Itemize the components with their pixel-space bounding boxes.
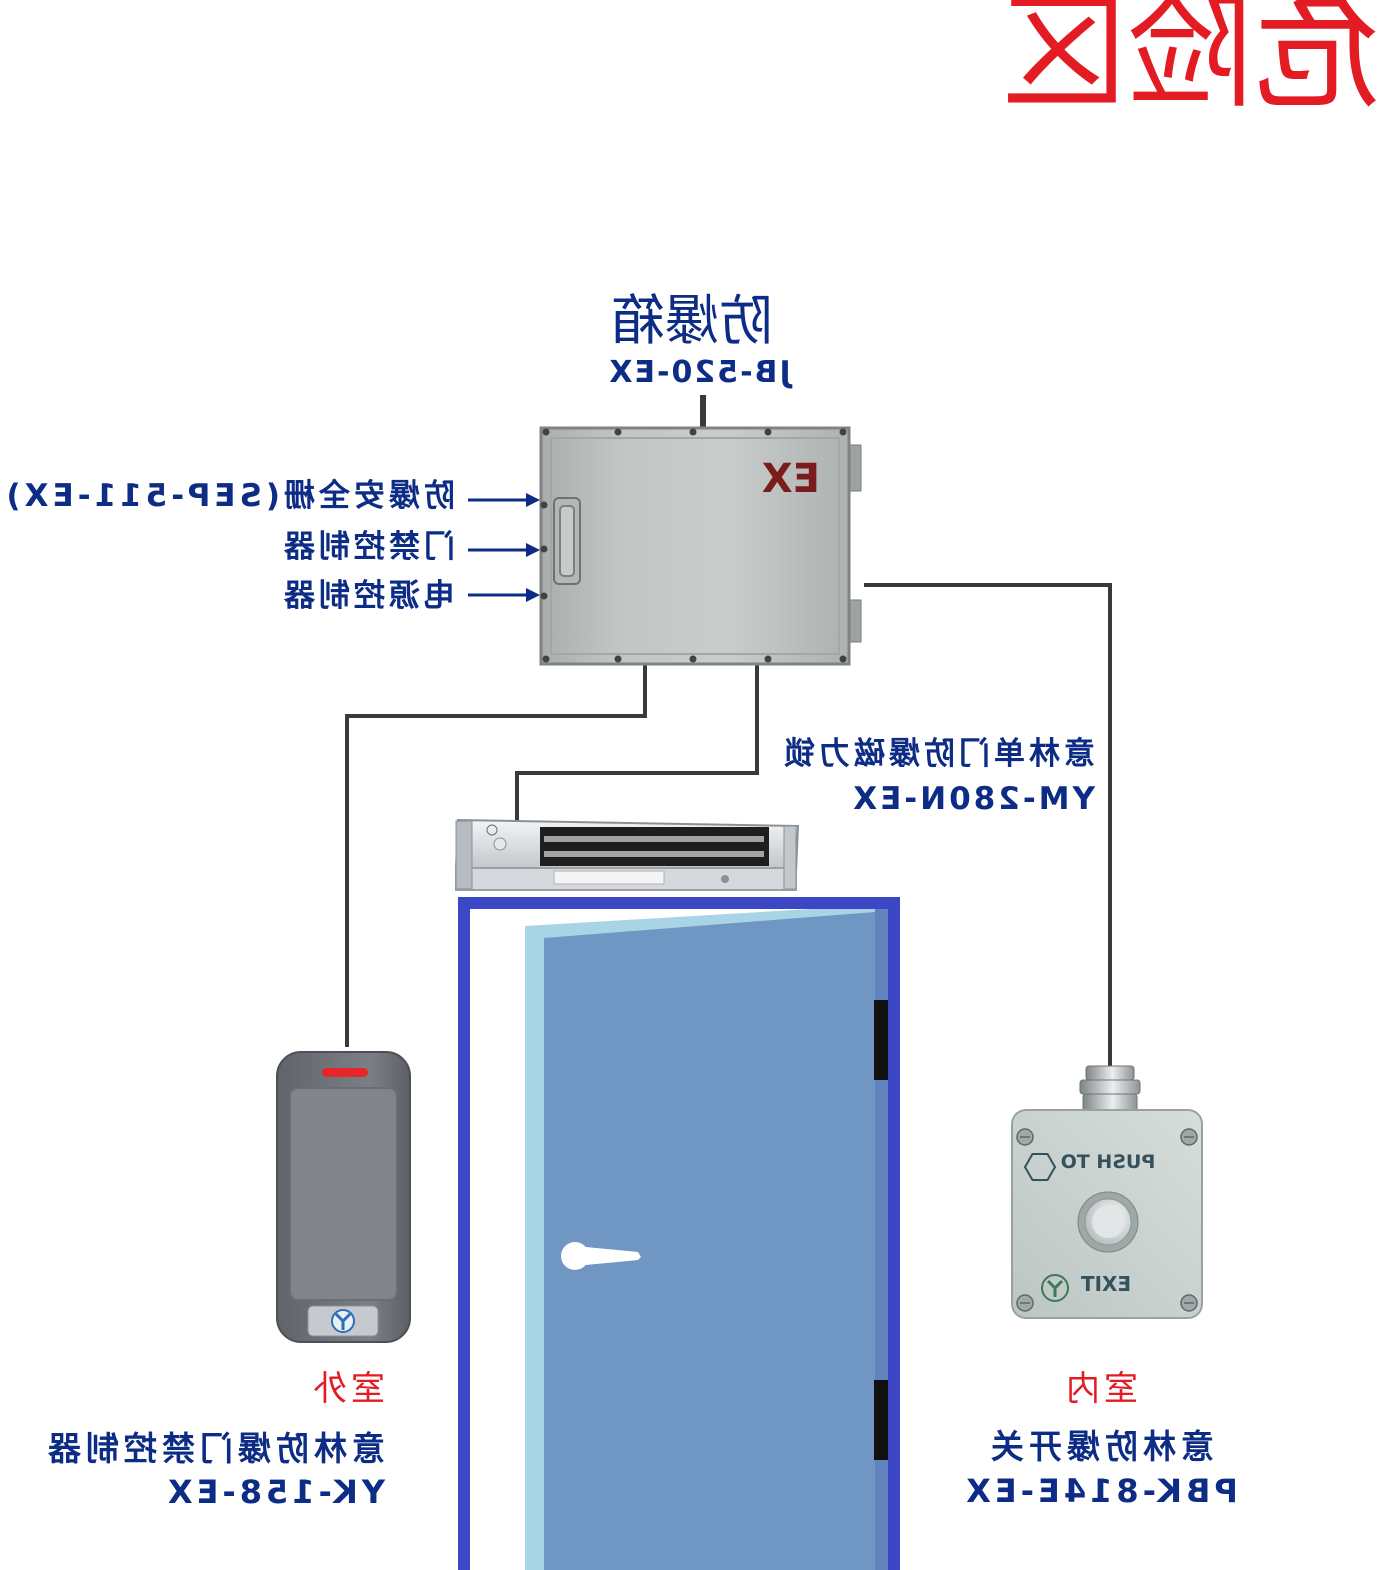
door-leaf [544, 912, 875, 1570]
door-hinge-bottom [874, 1380, 890, 1460]
wire-box-to-exit-button [864, 583, 1112, 1068]
junction-box-title: 防爆箱 [611, 289, 773, 352]
lock-magnet-strip-2 [544, 851, 764, 857]
content-arrows [468, 493, 540, 602]
junction-box-model: JB-520-EX [607, 355, 791, 390]
lock-ex-logo-icon [486, 824, 498, 836]
magnetic-lock-model: YM-280N-EX [850, 781, 1095, 817]
card-reader-model: YK-158-EX [163, 1473, 385, 1511]
exit-exit-text: EXIT [1081, 1272, 1132, 1296]
exit-atex-hexagon-icon [1023, 1153, 1057, 1181]
box-body [539, 426, 851, 666]
exit-cable-gland [1079, 1065, 1141, 1113]
lock-screw-hole [493, 837, 507, 851]
magnetic-lock [454, 818, 800, 891]
card-reader-name: 意林防爆门禁控制器 [43, 1429, 385, 1468]
lock-magnet-strip-1 [544, 836, 764, 842]
exit-push-to-text: PUSH TO [1061, 1151, 1156, 1173]
box-content-barrier: 防爆安全栅(SEP-511-EX) [2, 478, 455, 514]
wire-box-to-card-reader [345, 664, 647, 1047]
exit-button-name: 意林防爆开关 [986, 1427, 1214, 1466]
exit-brand-logo-icon [1041, 1274, 1069, 1302]
exit-button-location: 室内 [1062, 1369, 1138, 1409]
box-content-access-controller: 门禁控制器 [280, 529, 455, 565]
junction-box: EX [539, 426, 862, 666]
lock-magnet-plate [540, 827, 769, 866]
wiring [345, 395, 1112, 1068]
door-frame [458, 897, 900, 1570]
door [458, 897, 900, 1570]
card-reader-location: 室外 [309, 1369, 385, 1409]
door-frame-hinge-post [888, 897, 900, 1570]
box-door-panel [550, 437, 840, 655]
exit-screws [1016, 1128, 1198, 1312]
exit-push-button [1077, 1191, 1139, 1253]
arrow-access-controller [468, 543, 540, 557]
arrow-barrier [468, 493, 540, 507]
lock-end-cap-right [455, 820, 473, 890]
card-reader [276, 1051, 411, 1343]
reader-brand-logo-icon [331, 1309, 355, 1333]
door-frame-top [458, 897, 900, 909]
exit-button: PUSH TO EXIT [1011, 1065, 1203, 1319]
box-bolts [540, 428, 847, 663]
reader-card-area [289, 1087, 398, 1301]
lock-screw-hole [721, 875, 729, 883]
reader-status-led [322, 1068, 368, 1077]
wire-box-to-magnetic-lock [515, 664, 759, 822]
box-ex-marking: EX [762, 456, 820, 502]
box-handle [553, 497, 581, 585]
box-content-power-controller: 电源控制器 [280, 578, 455, 614]
lock-end-cap-left [783, 825, 797, 890]
arrow-power-controller [468, 588, 540, 602]
door-handle [561, 1242, 641, 1270]
lock-sticker [553, 870, 665, 885]
exit-button-model: PBK-814E-EX [962, 1472, 1238, 1510]
door-hinge-top [874, 1000, 890, 1080]
magnetic-lock-name: 意林单门防爆磁力锁 [780, 736, 1095, 772]
door-frame-latch-post [458, 897, 470, 1570]
danger-zone-title: 危险区 [1002, 0, 1380, 126]
